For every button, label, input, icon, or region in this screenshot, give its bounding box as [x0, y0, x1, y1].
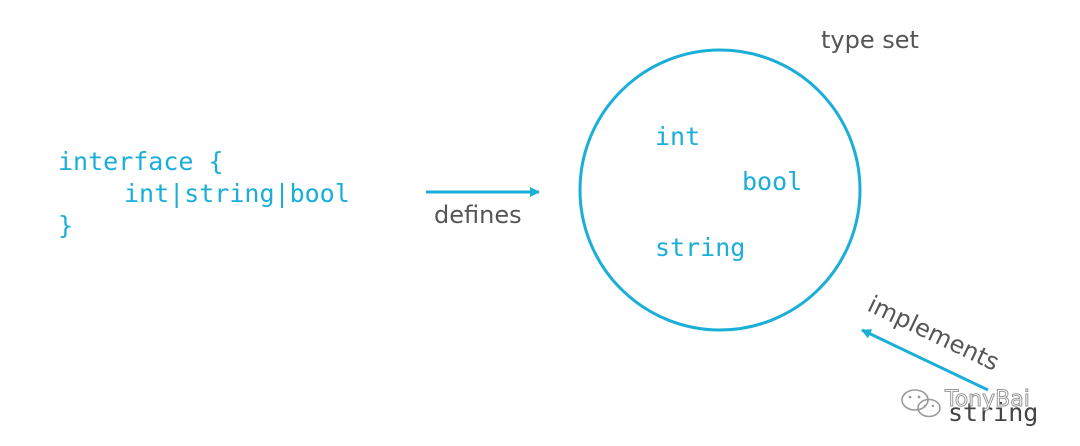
implements-arrow: implements	[861, 290, 1004, 392]
interface-code-block: interface { int|string|bool }	[58, 147, 350, 240]
watermark-text: TonyBai	[944, 387, 1030, 412]
interface-code-line-1: interface {	[58, 147, 224, 176]
defines-label: defines	[434, 201, 522, 229]
type-set-member-int: int	[655, 122, 700, 151]
type-set-circle	[578, 48, 862, 332]
interface-code-line-3: }	[58, 211, 73, 240]
watermark: TonyBai	[901, 387, 1030, 418]
type-set-title: type set	[821, 26, 919, 54]
interface-code-line-2: int|string|bool	[124, 179, 350, 208]
type-set-member-bool: bool	[742, 167, 802, 196]
wechat-icon	[901, 389, 941, 418]
defines-arrow: defines	[426, 187, 540, 229]
implements-arrow-line	[861, 328, 989, 392]
external-type-string: string	[948, 398, 1038, 427]
type-set: type set int bool string	[578, 26, 919, 332]
type-set-member-string: string	[655, 233, 745, 262]
